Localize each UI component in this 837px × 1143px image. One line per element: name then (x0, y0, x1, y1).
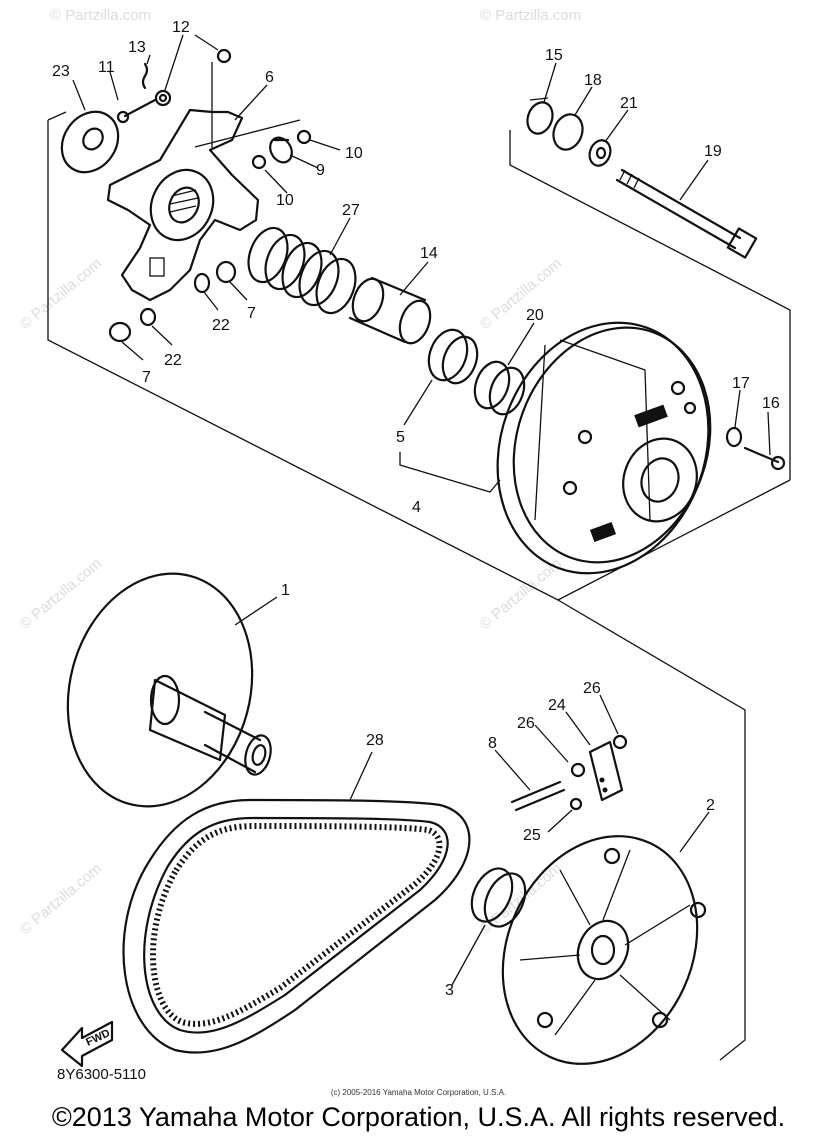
callout-22: 22 (212, 317, 230, 334)
callout-6: 6 (265, 69, 274, 86)
callout-labels: 23 11 13 12 6 10 9 10 27 14 20 5 4 15 18… (52, 19, 780, 999)
callout-17: 17 (732, 375, 750, 392)
bolt-16 (743, 446, 786, 471)
fixed-sheave-1 (66, 572, 272, 808)
callout-22b: 22 (164, 352, 182, 369)
bushing-3 (470, 867, 527, 928)
assembly-outline-primary (47, 111, 791, 1061)
bolt-19 (615, 168, 758, 259)
callout-9: 9 (316, 162, 325, 179)
callout-7: 7 (247, 305, 256, 322)
callout-10b: 10 (276, 192, 294, 209)
callout-26b: 26 (583, 680, 601, 697)
copyright-notice: ©2013 Yamaha Motor Corporation, U.S.A. A… (51, 1102, 786, 1132)
washer-21 (588, 139, 612, 167)
watermark: © Partzilla.com (50, 7, 151, 24)
fwd-arrow-icon: FWD (60, 1020, 114, 1068)
callout-13: 13 (128, 39, 146, 56)
cap-15 (526, 97, 554, 135)
callout-11: 11 (98, 59, 115, 76)
callout-1: 1 (281, 582, 290, 599)
bushing-5 (427, 328, 479, 385)
callout-7b: 7 (142, 369, 151, 386)
watermark: © Partzilla.com (17, 255, 105, 333)
plate-18 (552, 113, 584, 151)
sleeve-14 (348, 276, 432, 345)
nut-12 (154, 48, 232, 148)
callout-21: 21 (620, 95, 638, 112)
leader-lines (72, 34, 771, 986)
watermark: © Partzilla.com (17, 860, 105, 938)
callout-25: 25 (523, 827, 541, 844)
callout-8: 8 (488, 735, 497, 752)
callout-2: 2 (706, 797, 715, 814)
callout-27: 27 (342, 202, 360, 219)
callout-16: 16 (762, 395, 780, 412)
washer-10 (194, 119, 312, 170)
washer-17 (725, 426, 743, 448)
sheave-2 (501, 835, 707, 1065)
callout-4: 4 (412, 499, 421, 516)
belt-28 (122, 798, 471, 1054)
washer-23 (60, 110, 120, 174)
spider-6 (106, 108, 260, 302)
callout-14: 14 (420, 245, 438, 262)
watermark: © Partzilla.com (477, 555, 565, 633)
callout-24: 24 (548, 697, 566, 714)
pin-13 (141, 62, 149, 90)
bolt-11 (116, 98, 157, 124)
callout-15: 15 (545, 47, 563, 64)
roller-9 (269, 136, 293, 164)
watermark: © Partzilla.com (477, 255, 565, 333)
callout-5: 5 (396, 429, 405, 446)
callout-19: 19 (704, 143, 722, 160)
callout-18: 18 (584, 72, 602, 89)
fwd-label: FWD (84, 1027, 112, 1048)
bushing-20 (473, 360, 526, 416)
washer-22 (139, 272, 211, 327)
callout-3: 3 (445, 982, 454, 999)
spring-27 (247, 226, 357, 315)
callout-12: 12 (172, 19, 190, 36)
callout-20: 20 (526, 307, 544, 324)
pin-8 (510, 780, 566, 812)
sheave-4 (496, 321, 712, 575)
plate-24 (588, 740, 624, 802)
callout-26: 26 (517, 715, 535, 732)
weight-7 (108, 260, 237, 343)
screw-25 (569, 797, 583, 811)
watermark: © Partzilla.com (17, 555, 105, 633)
part-code-label: 8Y6300-5110 (57, 1066, 146, 1083)
callout-28: 28 (366, 732, 384, 749)
washer-26 (570, 734, 628, 778)
watermark-layer: © Partzilla.com © Partzilla.com © Partzi… (17, 7, 581, 938)
callout-23: 23 (52, 63, 70, 80)
callout-10: 10 (345, 145, 363, 162)
source-note: (c) 2005-2016 Yamaha Motor Corporation, … (330, 1088, 507, 1097)
watermark: © Partzilla.com (480, 7, 581, 24)
